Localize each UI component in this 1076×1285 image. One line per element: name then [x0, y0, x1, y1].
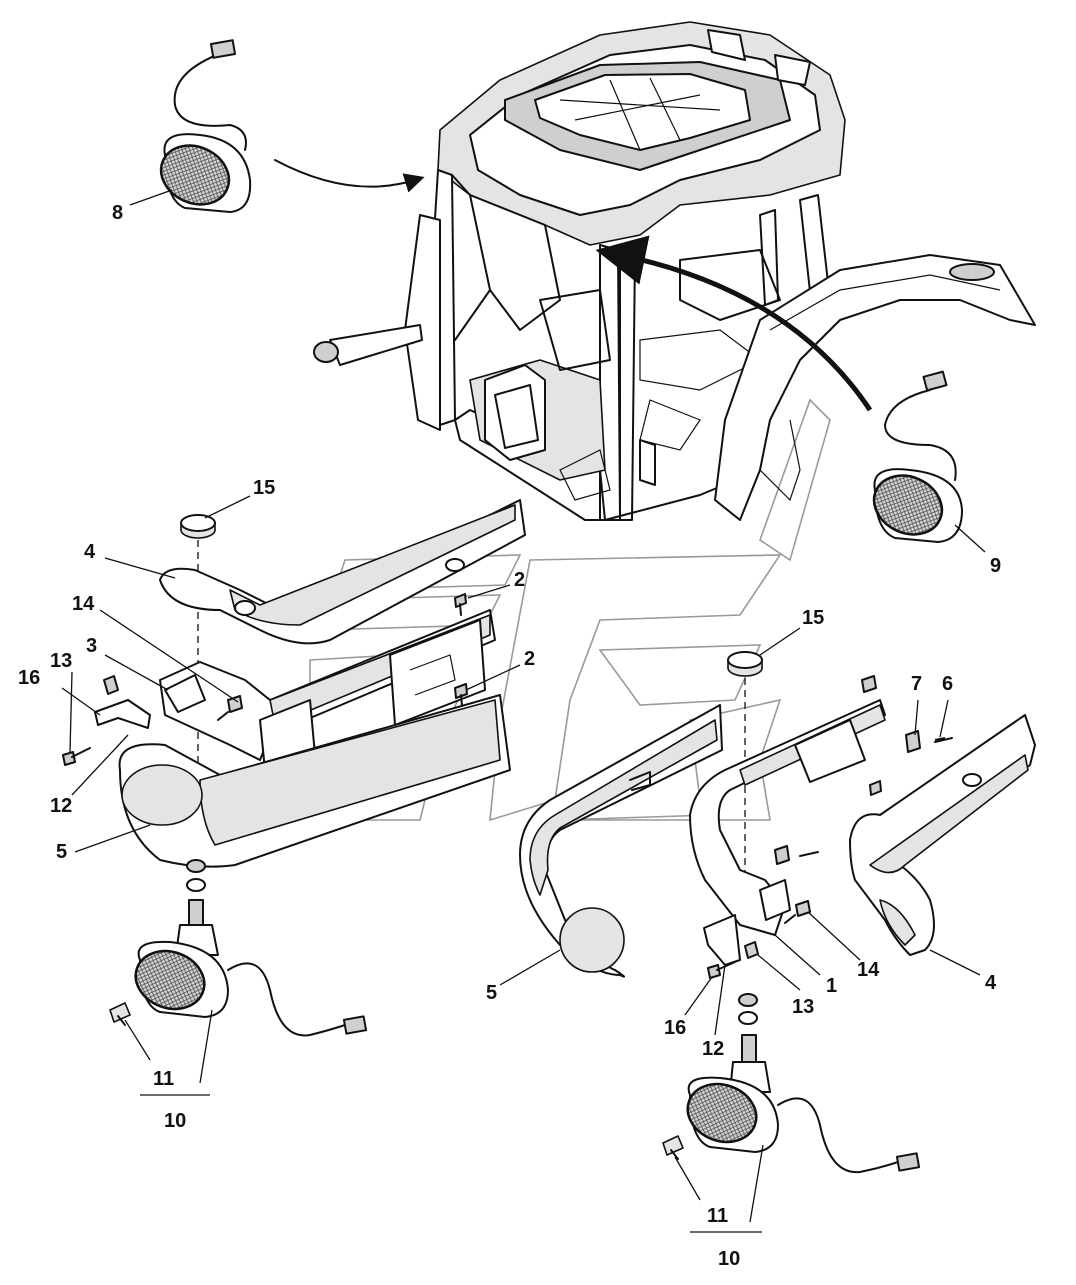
lamp-10-left — [109, 924, 368, 1037]
work-lamp-9 — [872, 370, 963, 543]
callout-13-right: 13 — [792, 996, 814, 1018]
callout-12-right: 12 — [702, 1038, 724, 1060]
callout-4-right: 4 — [985, 972, 997, 994]
callout-3: 3 — [86, 635, 97, 657]
callout-4-left: 4 — [84, 541, 96, 563]
callout-15-left: 15 — [253, 477, 275, 499]
callout-1: 1 — [826, 975, 837, 997]
cap-15-right — [727, 651, 763, 677]
callout-2-lower: 2 — [524, 648, 535, 670]
bracket-1-right — [689, 675, 886, 936]
callout-labels: 8 9 15 4 2 14 3 2 13 16 12 5 11 10 15 7 … — [18, 202, 1001, 1270]
arrow-lamp-9-to-cab — [595, 235, 873, 412]
callout-16-left: 16 — [18, 667, 40, 689]
callout-11-right: 11 — [707, 1205, 728, 1227]
callout-5-left: 5 — [56, 841, 67, 863]
callout-14-left: 14 — [72, 593, 95, 615]
callout-11-left: 11 — [153, 1068, 174, 1090]
cover-5-right — [519, 704, 723, 978]
lamp-10-right — [662, 1061, 921, 1174]
tractor-cab — [313, 21, 1036, 521]
fasteners-right — [703, 730, 953, 1063]
callout-15-right: 15 — [802, 607, 824, 629]
leader-lines — [61, 189, 986, 1233]
callout-8: 8 — [112, 202, 123, 224]
callout-10-left: 10 — [164, 1110, 186, 1132]
cap-15-left — [180, 514, 216, 539]
callout-7: 7 — [911, 673, 922, 695]
callout-2-upper: 2 — [514, 569, 525, 591]
cover-4-right — [849, 714, 1036, 956]
arrow-lamp-8-to-cab — [274, 159, 425, 193]
callout-5-right: 5 — [486, 982, 497, 1004]
callout-14-right: 14 — [857, 959, 880, 981]
cover-5-left — [118, 694, 511, 868]
callout-9: 9 — [990, 555, 1001, 577]
callout-16-right: 16 — [664, 1017, 686, 1039]
callout-6: 6 — [942, 673, 953, 695]
callout-12-left: 12 — [50, 795, 72, 817]
work-lamp-8 — [159, 39, 252, 213]
callout-10-right: 10 — [718, 1248, 740, 1270]
cover-4-left — [159, 499, 526, 645]
callout-13-left: 13 — [50, 650, 72, 672]
